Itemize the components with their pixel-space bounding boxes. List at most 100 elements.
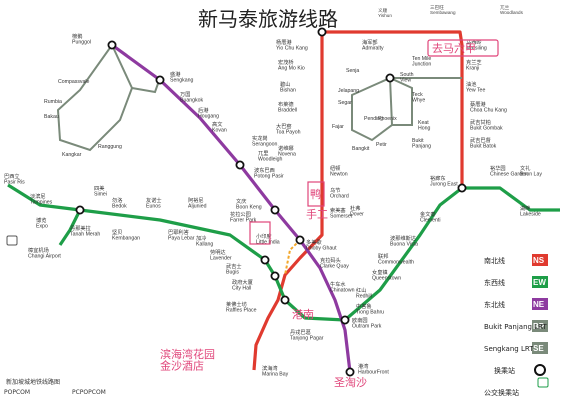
node-jurong-east[interactable]: [457, 183, 467, 193]
node-little-india[interactable]: [270, 205, 280, 215]
node-serangoon[interactable]: [235, 160, 245, 170]
node-raffles-place[interactable]: [280, 295, 290, 305]
node-choa-chu-kang[interactable]: [385, 73, 395, 83]
node-sengkang[interactable]: [155, 75, 165, 85]
station-segar[interactable]: Segar: [338, 100, 352, 106]
node-harbourfront[interactable]: [345, 367, 355, 377]
station-compassvale[interactable]: Compassvale: [58, 79, 90, 85]
station-ranggung[interactable]: Ranggung: [98, 144, 122, 150]
footer-site: POPCOM: [4, 389, 30, 396]
station-senja[interactable]: Senja: [346, 68, 359, 74]
station-kangkar[interactable]: Kangkar: [62, 152, 82, 158]
station-phoenix[interactable]: Phoenix: [378, 116, 397, 122]
station-bakau[interactable]: Bakau: [44, 114, 59, 120]
footer-brand: PCPOPCOM: [72, 389, 106, 396]
legend-swatch-ew: [532, 276, 548, 288]
node-city-hall[interactable]: [270, 271, 280, 281]
station-bangkit[interactable]: Bangkit: [352, 146, 370, 152]
station-fajar[interactable]: Fajar: [332, 124, 344, 130]
node-yishun[interactable]: [317, 27, 327, 37]
station-petir[interactable]: Petir: [376, 142, 387, 148]
legend-code-bp: BP: [533, 322, 545, 331]
legend-name-ew: 东西线: [484, 278, 505, 287]
station-pending[interactable]: Pending: [364, 116, 383, 122]
node-bugis[interactable]: [260, 255, 270, 265]
node-dhoby-ghaut[interactable]: [295, 235, 305, 245]
node-outram-park[interactable]: [340, 315, 350, 325]
node-punggol[interactable]: [107, 40, 117, 50]
station-jelapang[interactable]: Jelapang: [338, 88, 359, 94]
station-rumbia[interactable]: Rumbia: [44, 99, 62, 105]
node-tanah-merah[interactable]: [75, 205, 85, 215]
